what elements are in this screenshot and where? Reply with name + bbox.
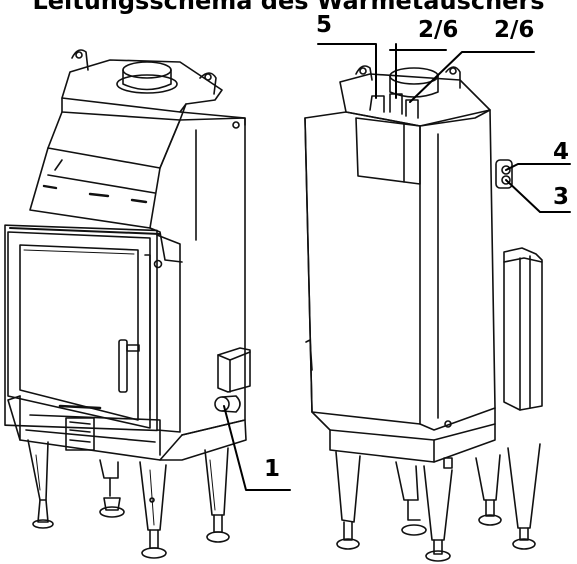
- callout-5: 5: [316, 12, 333, 38]
- callout-4: 4: [553, 139, 570, 165]
- diagram-title: Leitungsschema des Wärmetauschers: [32, 0, 545, 15]
- left-fireplace-unit: [4, 49, 251, 559]
- leader-line-1: [223, 405, 291, 491]
- callout-3: 3: [553, 184, 570, 210]
- callout-1: 1: [264, 456, 281, 482]
- leader-lines-right: [317, 43, 571, 213]
- callout-2-6-left: 2/6: [418, 17, 459, 43]
- right-fireplace-unit: [304, 65, 543, 562]
- callout-2-6-right: 2/6: [494, 17, 535, 43]
